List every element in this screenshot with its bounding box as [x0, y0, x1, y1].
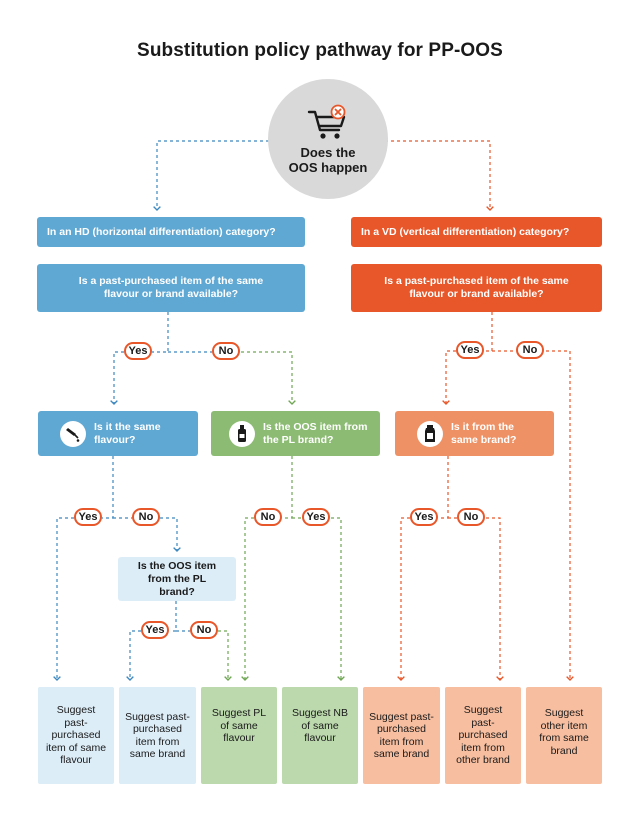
hd-yes-label: Yes — [124, 342, 152, 360]
leaf-same-flavour: Suggest past-purchased item of same flav… — [38, 687, 114, 784]
sub-pl-no-label: No — [190, 621, 218, 639]
leaf-other-item-same-brand: Suggest other item from same brand — [526, 687, 602, 784]
hd-flavour-question: Is it the same flavour? — [38, 411, 198, 456]
hd-sub-pl-brand-question: Is the OOS item from the PL brand? — [118, 557, 236, 601]
page-title: Substitution policy pathway for PP-OOS — [137, 40, 503, 61]
pl-yes-label: Yes — [302, 508, 330, 526]
flavour-no-label: No — [132, 508, 160, 526]
vd-no-label: No — [516, 341, 544, 359]
start-node-label: Does the OOS happen — [288, 144, 368, 175]
sub-pl-yes-label: Yes — [141, 621, 169, 639]
flavour-yes-label: Yes — [74, 508, 102, 526]
vd-brand-question: Is it from the same brand? — [395, 411, 554, 456]
hd-pl-brand-question-text: Is the OOS item from the PL brand? — [263, 420, 368, 446]
leaf-other-brand: Suggest past-purchased item from other b… — [445, 687, 521, 784]
sauce-jar-icon — [417, 420, 443, 447]
leaf-pl-same-flavour: Suggest PL of same flavour — [201, 687, 277, 784]
vd-brand-question-text: Is it from the same brand? — [451, 420, 517, 446]
vd-yes-label: Yes — [456, 341, 484, 359]
shopping-cart-x-icon — [307, 104, 346, 139]
vd-category-box: In a VD (vertical differentiation) categ… — [351, 217, 602, 247]
pouring-bottle-icon — [60, 420, 86, 447]
hd-no-label: No — [212, 342, 240, 360]
vd-availability-question: Is a past-purchased item of the same fla… — [351, 264, 602, 312]
hd-category-box: In an HD (horizontal differentiation) ca… — [37, 217, 305, 247]
leaf-same-brand-vd: Suggest past-purchased item from same br… — [363, 687, 440, 784]
hd-availability-question: Is a past-purchased item of the same fla… — [37, 264, 305, 312]
leaf-same-brand-hd: Suggest past-purchased item from same br… — [119, 687, 196, 784]
spray-bottle-icon — [229, 420, 255, 447]
brand-yes-label: Yes — [410, 508, 438, 526]
hd-flavour-question-text: Is it the same flavour? — [94, 420, 161, 446]
hd-pl-brand-question: Is the OOS item from the PL brand? — [211, 411, 380, 456]
leaf-nb-same-flavour: Suggest NB of same flavour — [282, 687, 358, 784]
start-node: Does the OOS happen — [268, 79, 388, 199]
brand-no-label: No — [457, 508, 485, 526]
pl-no-label: No — [254, 508, 282, 526]
